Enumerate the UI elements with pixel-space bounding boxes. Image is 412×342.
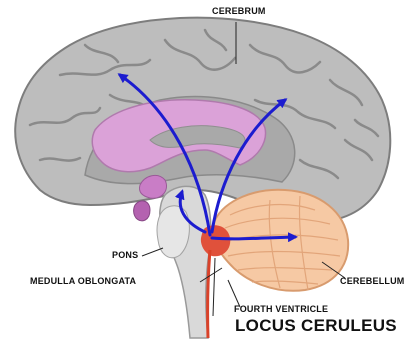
- label-fourth-ventricle: FOURTH VENTRICLE: [234, 304, 328, 314]
- label-cerebellum: CEREBELLUM: [340, 276, 405, 286]
- label-cerebrum: CEREBRUM: [212, 6, 266, 16]
- label-medulla-oblongata: MEDULLA OBLONGATA: [30, 276, 136, 286]
- label-locus-ceruleus: LOCUS CERULEUS: [235, 316, 397, 336]
- pituitary: [134, 201, 150, 221]
- label-pons: PONS: [112, 250, 138, 260]
- fourth-ventricle-line: [208, 250, 210, 338]
